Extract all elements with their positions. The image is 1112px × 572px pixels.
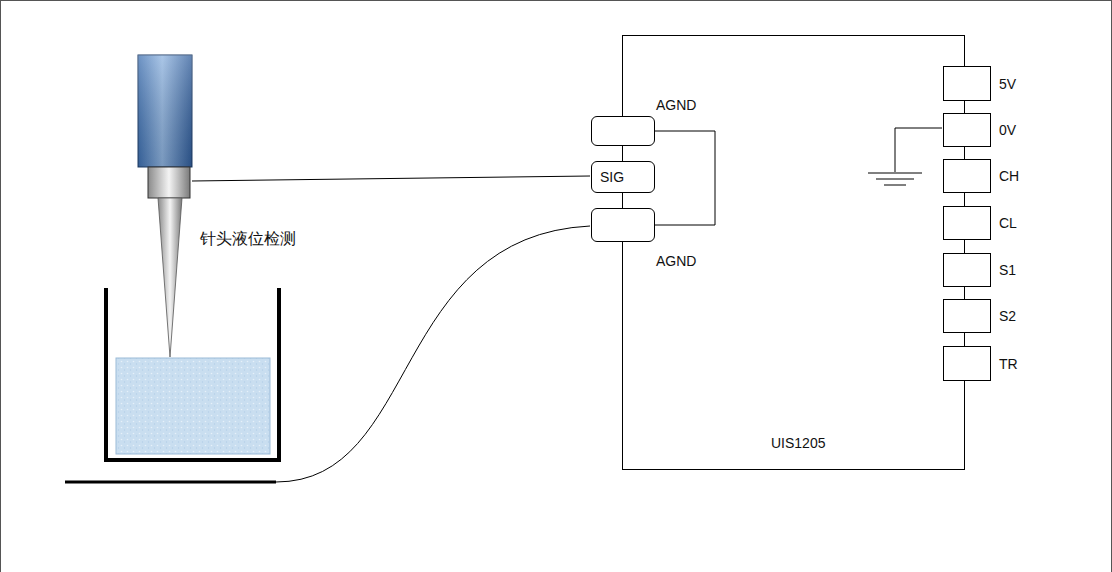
pin-label: CH <box>999 168 1019 184</box>
ground-wire <box>276 226 590 482</box>
connector-pin: AGND <box>591 208 655 242</box>
module-name: UIS1205 <box>771 435 825 451</box>
terminal-pin: 5V <box>943 66 991 101</box>
pin-label: AGND <box>656 253 696 269</box>
ground-plate <box>65 481 276 484</box>
frame-line <box>0 0 1 572</box>
connector-pin: SIG <box>591 161 655 193</box>
frame-line <box>1111 0 1112 572</box>
terminal-pin: 0V <box>943 113 991 147</box>
pin-label: S2 <box>999 308 1016 324</box>
sensor-caption: 针头液位检测 <box>200 229 296 250</box>
needle-sensor <box>138 55 192 357</box>
frame-line <box>0 0 1112 1</box>
beaker <box>104 288 281 462</box>
ground-symbol <box>868 128 942 185</box>
pin-label: TR <box>999 356 1018 372</box>
ground-jumper <box>655 131 715 225</box>
connector-pin: AGND <box>591 116 655 146</box>
pin-label: 0V <box>999 122 1016 138</box>
terminal-pin: TR <box>943 346 991 381</box>
pin-label: AGND <box>656 97 696 113</box>
pin-label: 5V <box>999 76 1016 92</box>
terminal-pin: CL <box>943 206 991 240</box>
signal-wire <box>192 176 590 181</box>
terminal-pin: S2 <box>943 299 991 333</box>
pin-label: SIG <box>600 169 624 185</box>
pin-label: CL <box>999 215 1017 231</box>
terminal-pin: S1 <box>943 253 991 287</box>
pin-label: S1 <box>999 262 1016 278</box>
module-box: UIS1205AGNDSIGAGND5V0VCHCLS1S2TR <box>622 35 965 470</box>
terminal-pin: CH <box>943 159 991 193</box>
